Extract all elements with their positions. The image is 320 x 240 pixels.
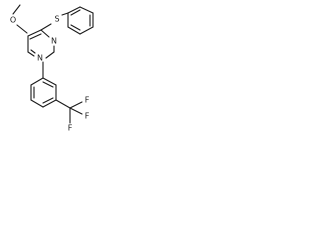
ph-bond-1 [67, 6, 81, 14]
bond-c4-s [40, 23, 52, 31]
ar-bond-6 [42, 77, 57, 86]
ph-bond-4 [79, 26, 94, 35]
atom-cf3-f1: F [85, 96, 90, 105]
atom-ring-n1: N [37, 54, 43, 63]
ar-bond-inner-2 [42, 97, 54, 104]
atom-cf3-f2: F [85, 112, 90, 121]
ar-bond-inner-3 [42, 81, 54, 88]
molecule-structure: O S N N F F F [10, 4, 94, 133]
phenylthio-group [40, 6, 94, 35]
ph-bond-2 [79, 6, 94, 14]
bond-c-f1 [69, 101, 83, 109]
trifluoromethylphenyl-group [30, 77, 83, 124]
ph-bond-inner-3 [70, 24, 81, 31]
ar-bond-4 [42, 99, 57, 108]
ph-bond-5 [67, 26, 81, 35]
bond-c5-c4 [27, 29, 42, 37]
atom-ring-n3: N [51, 37, 57, 46]
bond-methyl-o [12, 4, 21, 15]
bond-n3-c4 [40, 29, 50, 38]
atom-cf3-f3: F [68, 124, 73, 133]
bond-c5-c4-inner [29, 33, 42, 40]
bond-c6-n1-inner [30, 49, 36, 54]
bond-n1-c2 [45, 51, 55, 59]
ph-bond-inner-1 [70, 9, 81, 16]
bond-o-c5 [16, 24, 28, 34]
ar-bond-1 [30, 77, 44, 86]
pyrimidine-ring [27, 29, 55, 79]
bond-s-ph [61, 12, 69, 16]
bond-c-f2 [69, 107, 83, 115]
bond-ar-cf3 [55, 99, 71, 109]
ar-bond-3 [30, 99, 44, 108]
atom-methoxy-o: O [10, 16, 16, 25]
methoxy-group [12, 4, 28, 34]
bond-c6-n1 [27, 51, 35, 57]
atom-thioether-s: S [54, 15, 59, 24]
